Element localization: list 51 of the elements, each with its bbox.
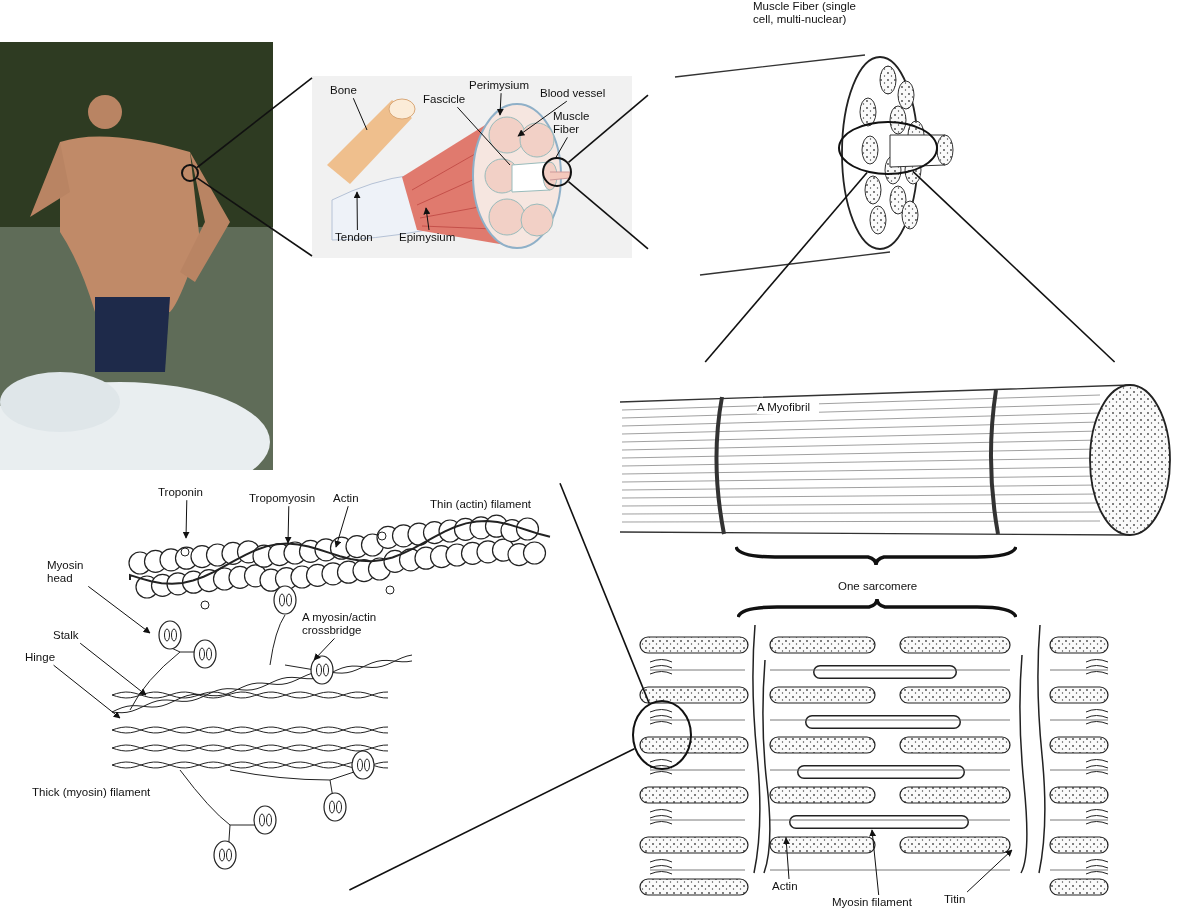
part-label: Bone — [330, 84, 370, 98]
part-label: Epimysium — [399, 231, 461, 245]
leader-line — [966, 849, 1013, 893]
zoom-line — [567, 94, 649, 164]
part-label: Myosin head — [47, 559, 92, 586]
part-label: Tropomyosin — [249, 492, 329, 506]
figure-label: A Myofibril — [757, 401, 819, 415]
caption-text: Muscle Fiber (single cell, multi-nuclear) — [753, 0, 857, 27]
part-label: Hinge — [25, 651, 63, 665]
part-label: Stalk — [53, 629, 88, 643]
leader-line — [284, 505, 292, 544]
magnifier-circle — [542, 157, 572, 187]
figure-label: Thin (actin) filament — [430, 498, 532, 512]
leader-line — [182, 499, 190, 539]
part-label: Tendon — [335, 231, 380, 245]
zoom-line — [704, 171, 868, 363]
leader-line — [456, 106, 511, 166]
leader-line — [782, 837, 790, 880]
figure-label: Thick (myosin) filament — [32, 786, 152, 800]
part-label: Muscle Fiber — [553, 110, 598, 137]
zoom-line — [567, 180, 649, 250]
zoom-line — [196, 77, 313, 169]
leader-line — [79, 642, 147, 696]
leader-line — [353, 191, 361, 231]
part-label: Perimysium — [469, 79, 534, 93]
part-label: Troponin — [158, 486, 216, 500]
leader-line — [517, 100, 568, 137]
zoom-line — [912, 170, 1116, 363]
zoom-line — [559, 482, 650, 705]
magnifier-circle — [181, 164, 199, 182]
part-label: Actin — [772, 880, 807, 894]
leader-line — [87, 585, 151, 634]
leader-line — [496, 92, 504, 116]
part-label: A myosin/actin crossbridge — [302, 611, 394, 638]
zoom-line — [348, 747, 636, 891]
leader-line — [554, 136, 568, 160]
figure-label: One sarcomere — [838, 580, 919, 594]
leader-line — [53, 664, 121, 719]
leader-line — [313, 637, 335, 661]
leader-line — [352, 97, 368, 131]
part-label: Actin — [333, 492, 368, 506]
part-label: Fascicle — [423, 93, 478, 107]
part-label: Titin — [944, 893, 974, 907]
magnifier-circle — [838, 121, 938, 175]
part-label: Blood vessel — [540, 87, 615, 101]
zoom-line — [196, 177, 313, 257]
part-label: Myosin filament — [832, 896, 927, 910]
magnifier-circle — [632, 700, 692, 770]
leader-line — [423, 207, 431, 231]
leader-line — [334, 505, 349, 548]
leader-line — [869, 829, 880, 896]
